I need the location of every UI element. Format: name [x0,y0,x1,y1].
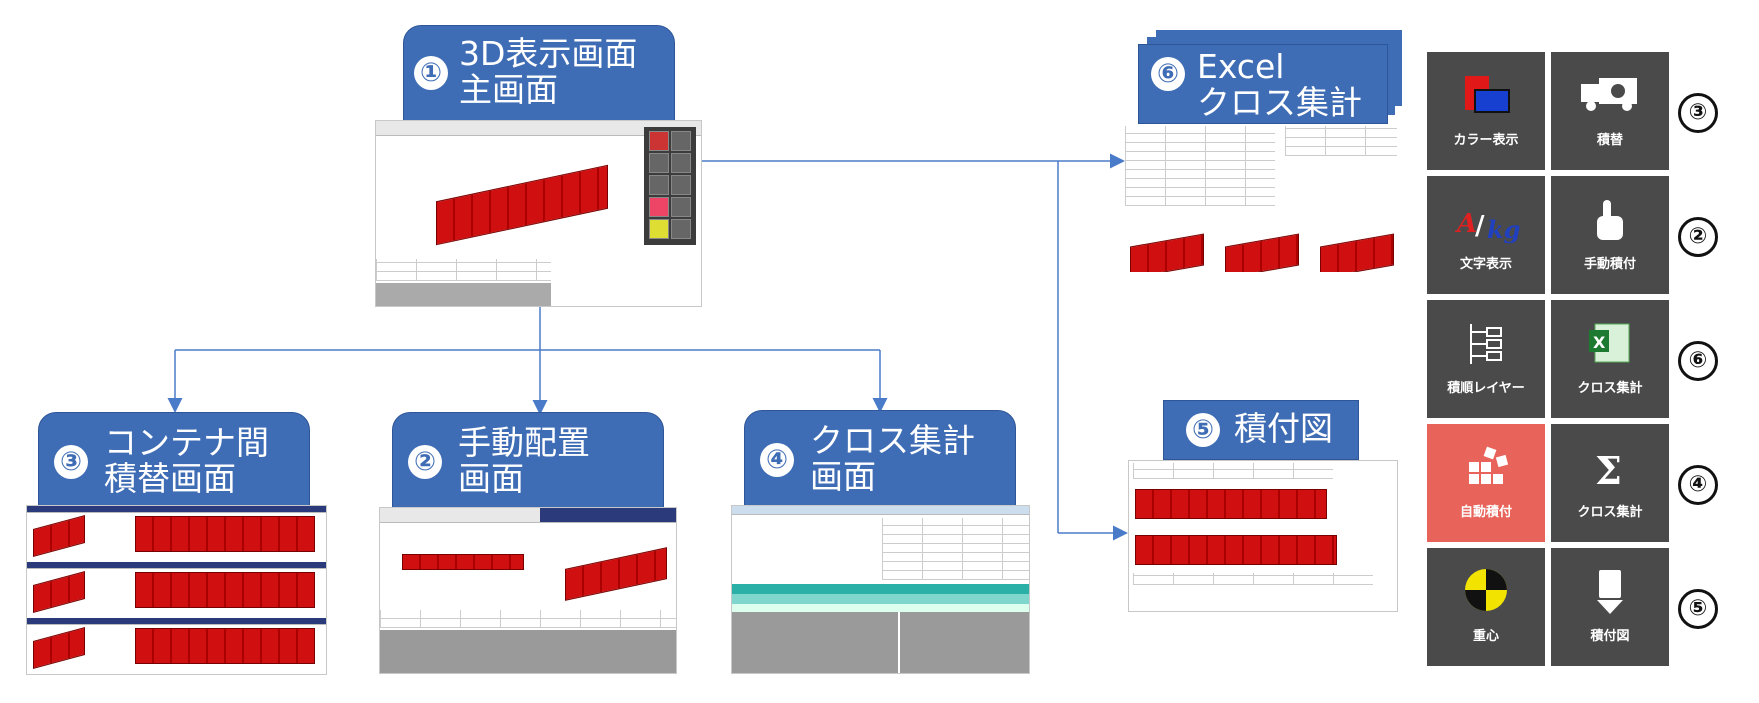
function-button-panel: カラー表示 積替 A/kg 文字表示 手動積付 積順レイヤー X クロス集計 自… [1427,52,1669,673]
loading-diagram-button[interactable]: 積付図 [1551,548,1669,666]
screen-number-badge: ① [414,56,448,90]
row-number-badge: ③ [1678,93,1718,133]
screen-title-line1: コンテナ間 [104,423,269,462]
row-number-badge: ⑥ [1678,341,1718,381]
screen-title-line1: Excel [1197,47,1285,86]
cross-tab-button[interactable]: Σ クロス集計 [1551,424,1669,542]
svg-text:kg: kg [1487,215,1520,244]
screen-title-line1: 手動配置 [458,423,590,462]
cross-tab-excel-button[interactable]: X クロス集計 [1551,300,1669,418]
screen-title-line2: 主画面 [459,70,558,109]
svg-text:A: A [1454,209,1477,239]
screen-number-badge: ② [408,445,442,479]
screen-title-line1: 積付図 [1234,409,1333,448]
transfer-button[interactable]: 積替 [1551,52,1669,170]
loading-diagram-icon [1551,566,1669,620]
svg-text:Σ: Σ [1595,448,1622,493]
excel-cross-tab-screenshot [1125,124,1397,272]
screen-title-line2: 画面 [810,457,876,496]
transfer-truck-icon [1551,70,1669,124]
row-number-badge: ④ [1678,465,1718,505]
hand-pointer-icon [1551,194,1669,248]
screen-number-badge: ⑥ [1151,57,1185,91]
layer-tree-icon [1427,318,1545,372]
svg-text:X: X [1593,333,1606,352]
cross-tab-screenshot [731,505,1030,674]
screen-number-badge: ⑤ [1186,413,1220,447]
excel-cross-tab-tab: ⑥ Excel クロス集計 [1138,44,1388,124]
row-number-badge: ② [1678,217,1718,257]
screen-title-line1: クロス集計 [810,421,975,460]
container-transfer-screenshot [26,505,327,675]
color-display-icon [1427,70,1545,124]
auto-loading-button[interactable]: 自動積付 [1427,424,1545,542]
container-transfer-tab: ③ コンテナ間 積替画面 [38,412,310,510]
screen-title-line1: 3D表示画面 [459,34,638,73]
auto-load-icon [1427,442,1545,496]
main-3d-screenshot [375,120,702,307]
screen-number-badge: ③ [54,445,88,479]
excel-icon: X [1551,318,1669,372]
loading-diagram-tab: ⑤ 積付図 [1163,400,1359,460]
screen-title-line2: クロス集計 [1197,83,1362,122]
text-display-icon: A/kg [1427,194,1545,248]
loading-diagram-screenshot [1128,460,1398,612]
toolbar-panel [644,127,696,245]
sigma-icon: Σ [1551,442,1669,496]
text-display-button[interactable]: A/kg 文字表示 [1427,176,1545,294]
manual-loading-button[interactable]: 手動積付 [1551,176,1669,294]
manual-placement-tab: ② 手動配置 画面 [392,412,664,510]
center-of-gravity-button[interactable]: 重心 [1427,548,1545,666]
svg-text:/: / [1475,211,1485,241]
screen-number-badge: ④ [760,443,794,477]
row-number-badge: ⑤ [1678,589,1718,629]
main-3d-screen-tab: ① 3D表示画面 主画面 [403,25,675,123]
color-display-button[interactable]: カラー表示 [1427,52,1545,170]
manual-placement-screenshot [379,507,677,674]
screen-title-line2: 積替画面 [104,459,236,498]
cargo-block [436,164,608,246]
cross-tab-screen-tab: ④ クロス集計 画面 [744,410,1016,508]
center-of-gravity-icon [1427,566,1545,620]
loading-order-layer-button[interactable]: 積順レイヤー [1427,300,1545,418]
screen-title-line2: 画面 [458,459,524,498]
